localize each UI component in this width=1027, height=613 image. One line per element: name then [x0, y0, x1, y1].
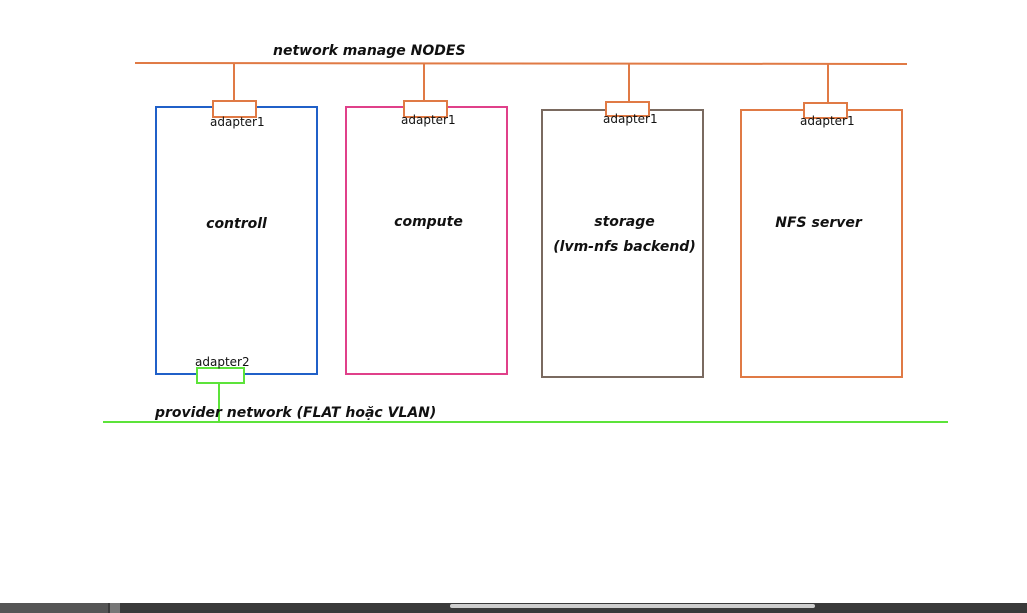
controll-node-box — [155, 106, 318, 375]
storage-node-label: storage (lvm-nfs backend) — [542, 210, 707, 260]
taskbar-scroll-thumb[interactable] — [450, 604, 815, 608]
nfs-server-node-box — [740, 109, 903, 378]
controll-adapter2-label: adapter2 — [195, 355, 250, 369]
controll-adapter1-label: adapter1 — [210, 115, 265, 129]
management-network-label: network manage NODES — [273, 43, 466, 59]
controll-adapter1-box — [212, 100, 257, 118]
controll-adapter2-box — [196, 367, 245, 384]
storage-node-subtitle: (lvm-nfs backend) — [553, 239, 696, 255]
controll-node-label: controll — [156, 212, 317, 237]
management-network-line — [134, 62, 908, 65]
nfs-server-node-name: NFS server — [775, 215, 862, 231]
taskbar-strip — [0, 603, 1027, 613]
nfs-server-node-label: NFS server — [741, 211, 896, 236]
compute-adapter1-label: adapter1 — [401, 113, 456, 127]
compute-node-name: compute — [394, 214, 463, 230]
compute-node-label: compute — [346, 210, 511, 235]
compute-adapter1-box — [403, 100, 448, 118]
provider-network-label: provider network (FLAT hoặc VLAN) — [155, 405, 437, 421]
storage-adapter1-label: adapter1 — [603, 112, 658, 126]
taskbar-segment — [0, 603, 108, 613]
storage-adapter1-box — [605, 101, 650, 117]
compute-node-box — [345, 106, 508, 375]
nfs-adapter1-box — [803, 102, 848, 119]
taskbar-segment — [110, 603, 120, 613]
controll-node-name: controll — [206, 216, 267, 232]
nfs-adapter1-label: adapter1 — [800, 114, 855, 128]
storage-node-name: storage — [594, 214, 655, 230]
